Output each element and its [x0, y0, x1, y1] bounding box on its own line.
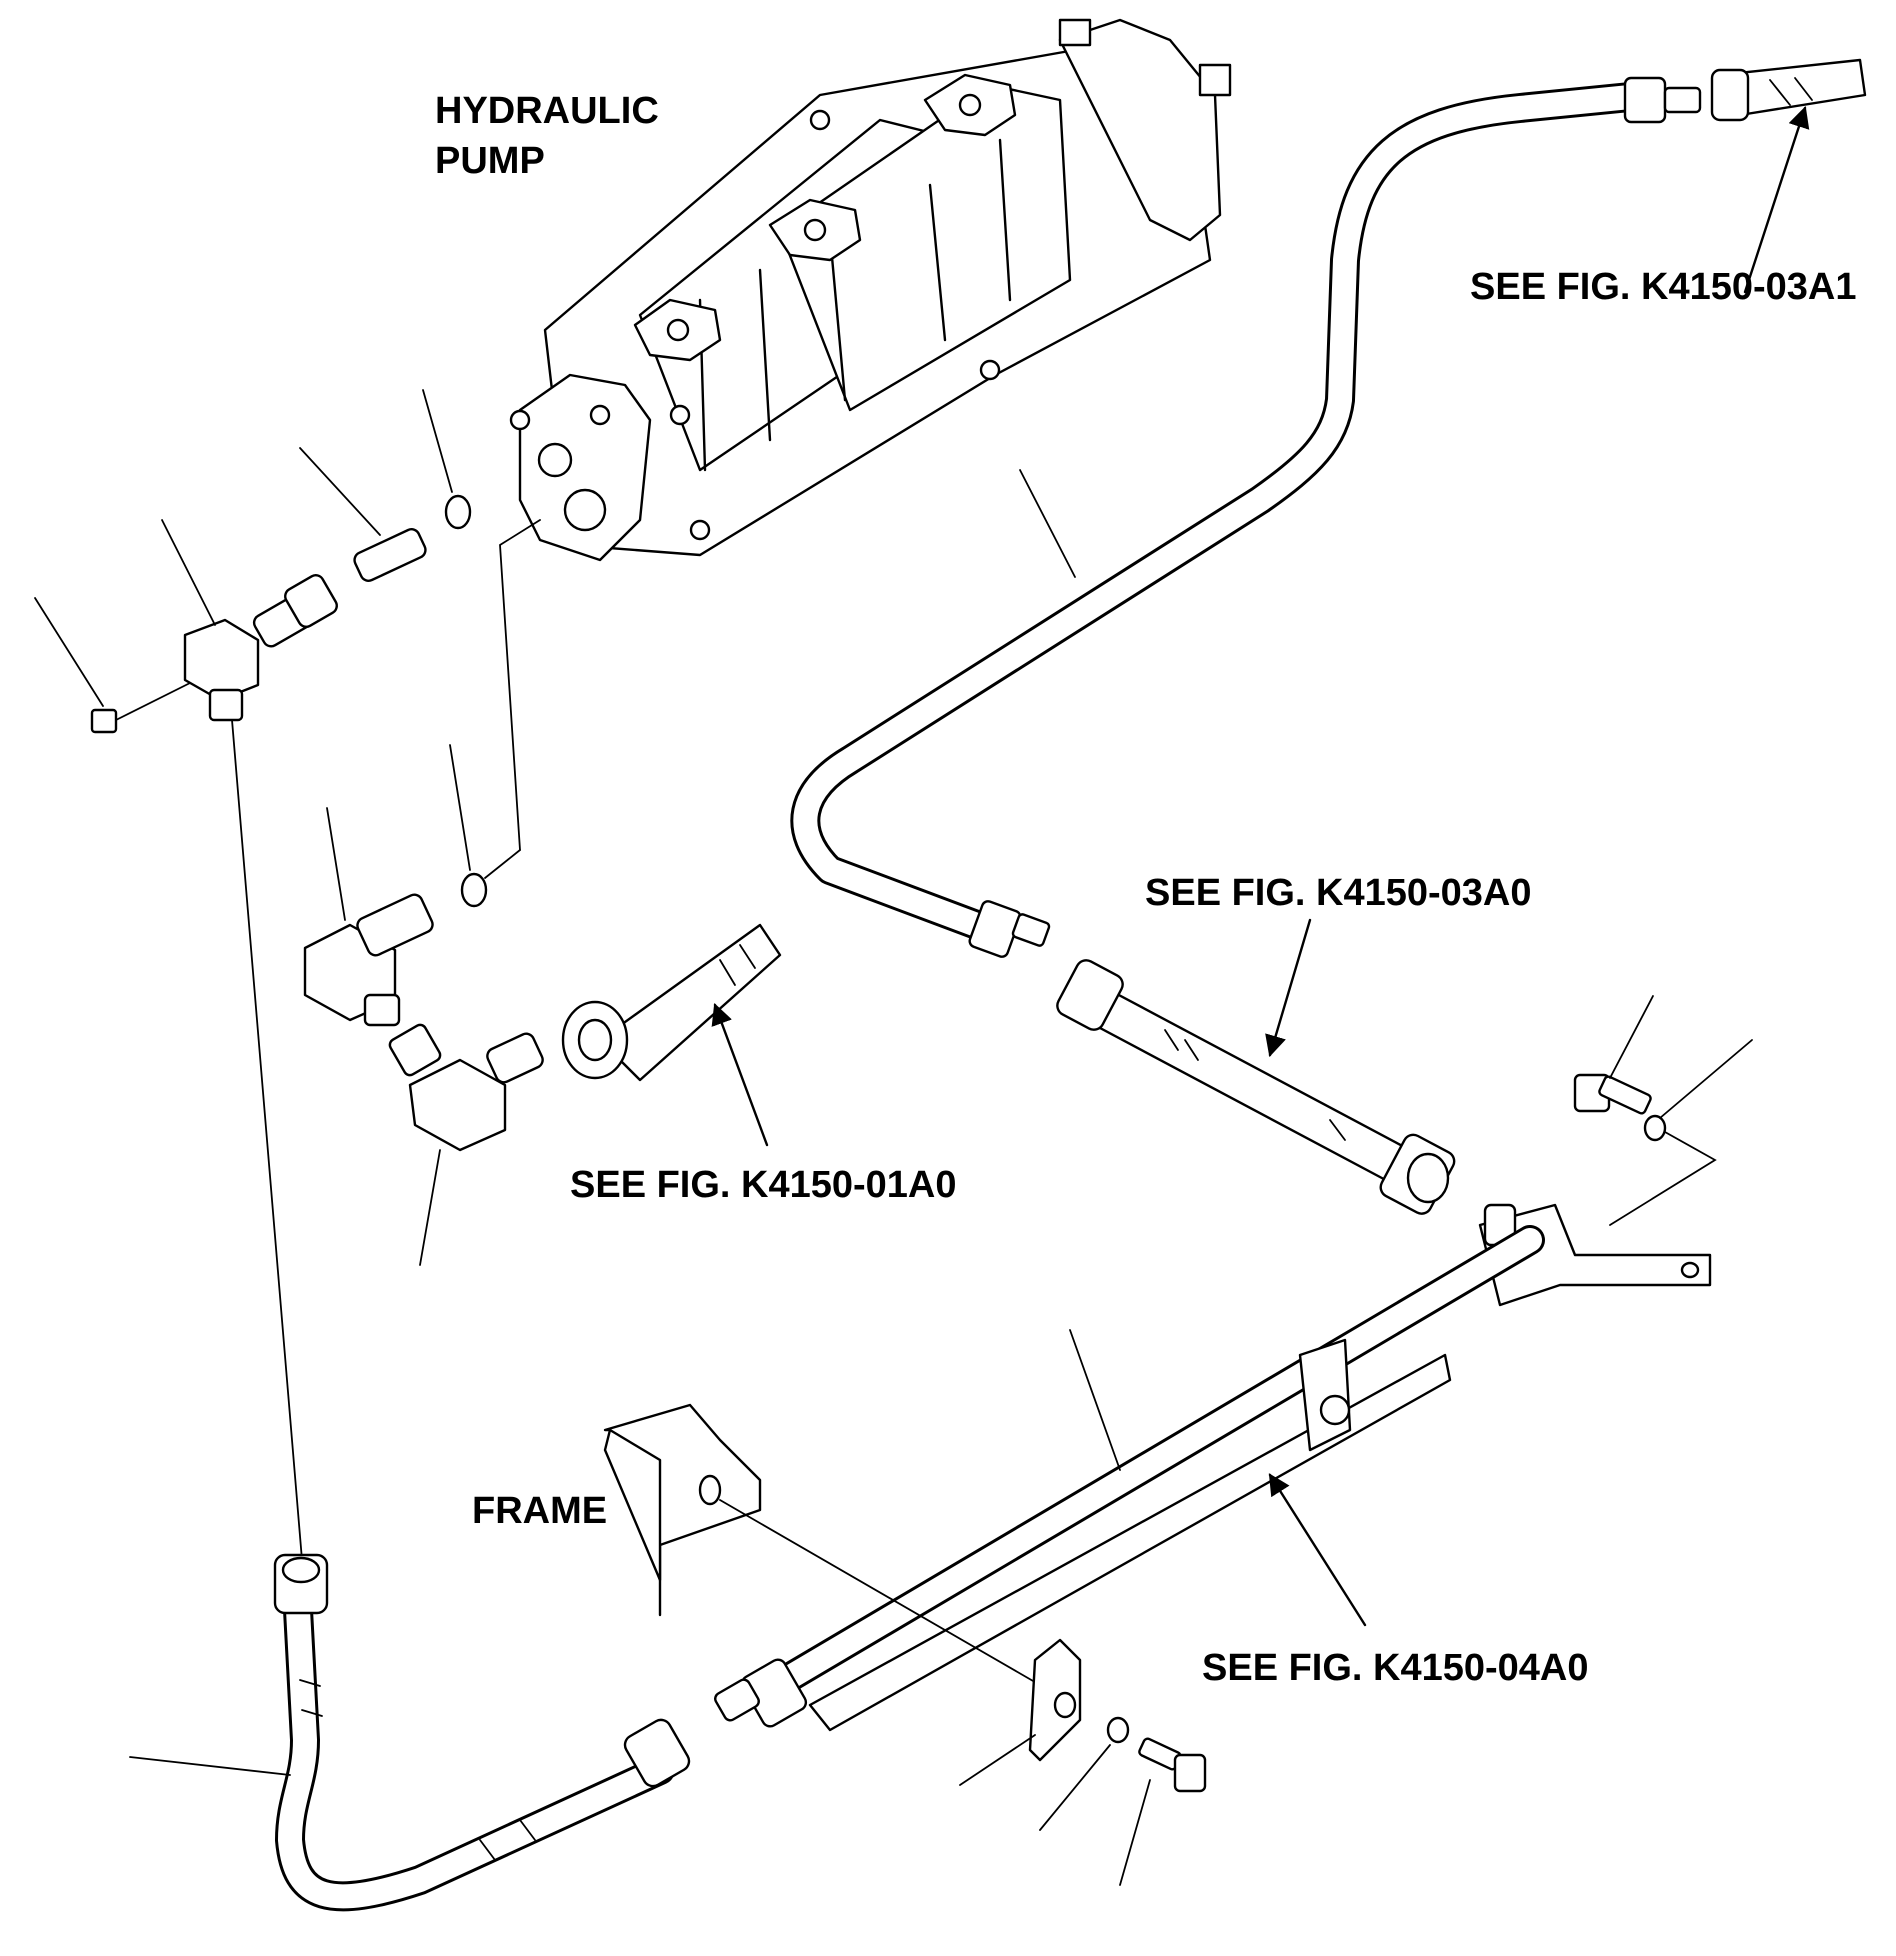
lower-clamp — [959, 1638, 1207, 1886]
frame-bracket — [603, 1403, 1041, 1686]
hydraulic-pump-label-line2: PUMP — [435, 140, 545, 182]
hose-03a0 — [1056, 918, 1456, 1215]
hose-01a0 — [561, 923, 782, 1147]
main-pressure-tube — [790, 76, 1702, 958]
frame-label: FRAME — [472, 1490, 608, 1532]
hose-fragment-03a1 — [1710, 58, 1867, 294]
left-fittings — [34, 389, 544, 1266]
hydraulic-pump-label-line1: HYDRAULIC — [435, 90, 659, 132]
ref-label-04a0: SEE FIG. K4150-04A0 — [1202, 1647, 1589, 1689]
hydraulic-pump — [509, 18, 1232, 562]
ref-label-03a1: SEE FIG. K4150-03A1 — [1470, 266, 1857, 308]
lower-left-hose — [129, 719, 691, 1912]
ref-label-01a0: SEE FIG. K4150-01A0 — [570, 1164, 957, 1206]
ref-label-03a0: SEE FIG. K4150-03A0 — [1145, 872, 1532, 914]
lower-tube-assembly — [714, 1225, 1545, 1732]
